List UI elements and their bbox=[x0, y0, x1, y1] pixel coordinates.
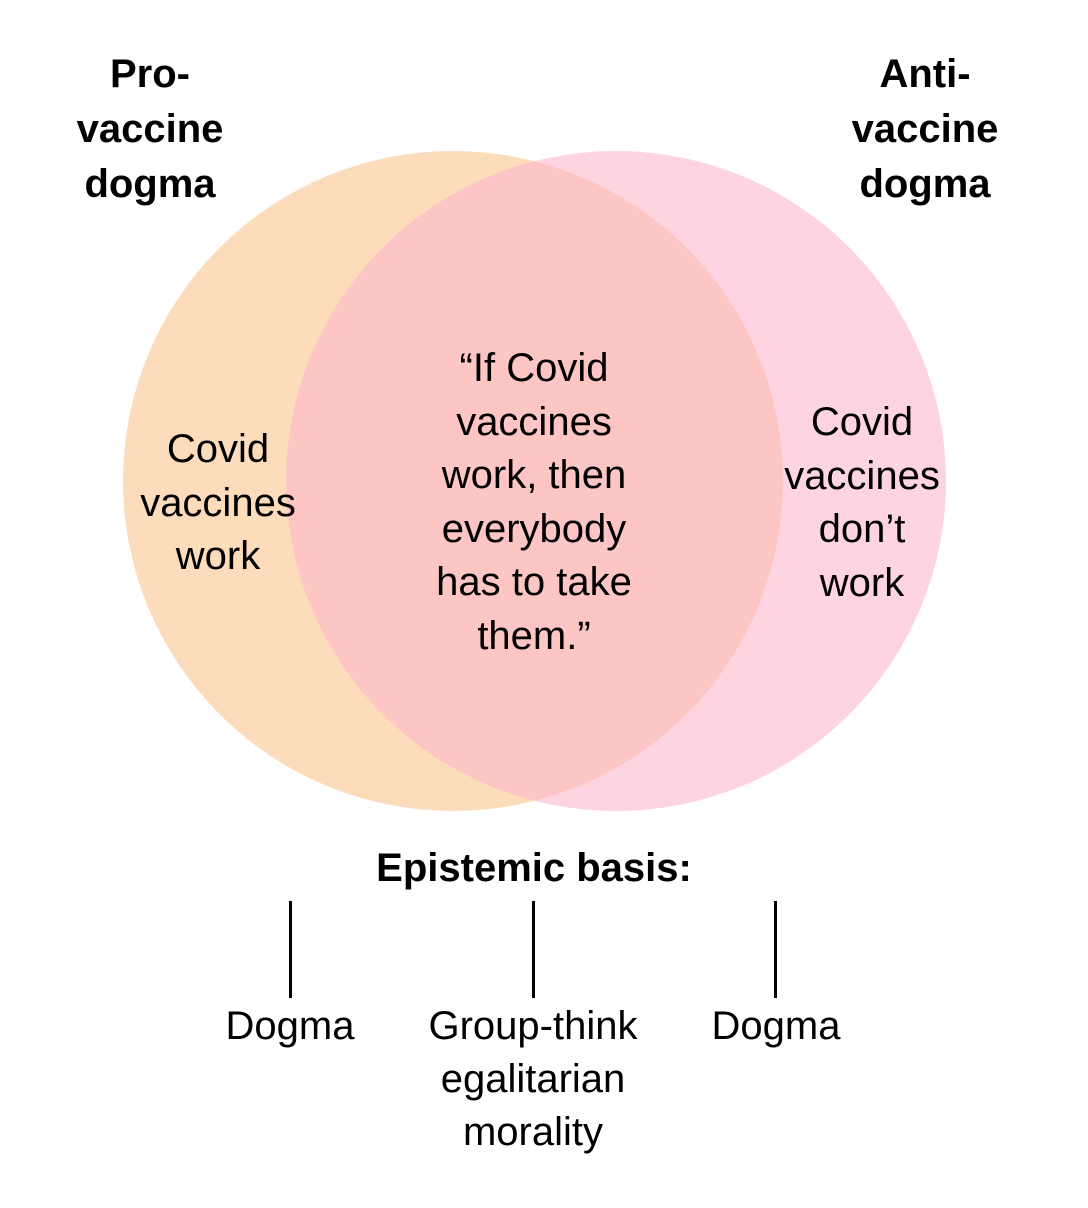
basis-item-right: Dogma bbox=[711, 1004, 841, 1048]
pro-vaccine-title: Pro- vaccine dogma bbox=[76, 52, 224, 206]
pro-vaccine-region-text: Covid vaccines work bbox=[140, 427, 296, 578]
basis-item-center: Group-think egalitarian morality bbox=[428, 1004, 638, 1154]
basis-tick-center bbox=[532, 901, 535, 998]
overlap-region-text: “If Covid vaccines work, then everybody … bbox=[436, 346, 632, 658]
venn-diagram bbox=[123, 151, 946, 811]
epistemic-basis-title: Epistemic basis: bbox=[376, 846, 692, 890]
anti-vaccine-circle bbox=[286, 151, 946, 811]
basis-item-left: Dogma bbox=[225, 1004, 355, 1048]
basis-tick-right bbox=[774, 901, 777, 998]
basis-tick-left bbox=[289, 901, 292, 998]
anti-vaccine-title: Anti- vaccine dogma bbox=[851, 52, 999, 206]
anti-vaccine-region-text: Covid vaccines don’t work bbox=[784, 400, 940, 605]
